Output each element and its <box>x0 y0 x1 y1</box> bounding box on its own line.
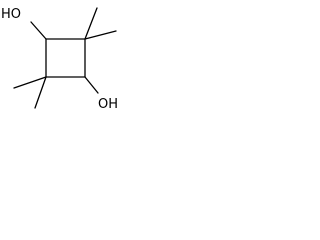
bond-methyl-top-right-side <box>84 30 117 40</box>
bond-hydroxyl-bottom <box>84 76 99 94</box>
ring <box>45 38 86 78</box>
chemical-structure: HO OH <box>1 7 118 112</box>
bond-hydroxyl-top <box>30 21 47 40</box>
hydroxyl-label-top: HO <box>1 7 21 22</box>
hydroxyl-label-bottom: OH <box>98 97 118 112</box>
bond-methyl-bottom-left-down <box>34 76 47 109</box>
bond-methyl-bottom-left-side <box>13 76 47 89</box>
bond-methyl-top-right-up <box>84 7 98 40</box>
